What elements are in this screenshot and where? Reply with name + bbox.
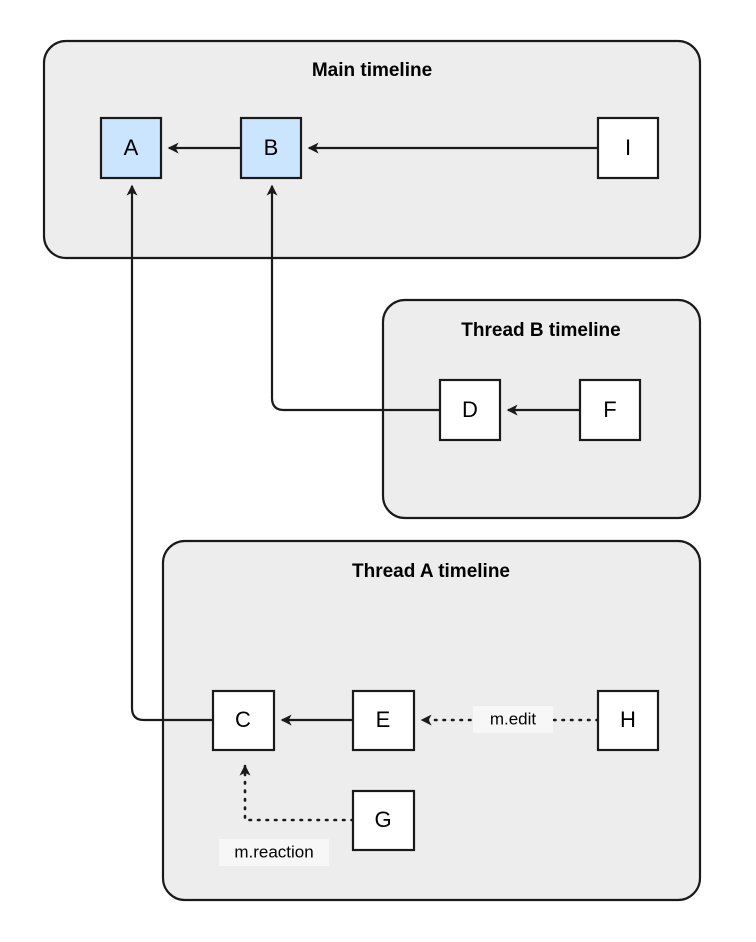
node-I-box[interactable] (596, 116, 660, 180)
node-F[interactable]: F (578, 378, 642, 442)
group-main-timeline-title: Main timeline (312, 60, 432, 81)
node-A-box[interactable] (99, 116, 163, 180)
node-C[interactable]: C (211, 689, 276, 752)
group-main-timeline-box (42, 39, 702, 260)
node-D[interactable]: D (438, 378, 502, 442)
node-B-box[interactable] (239, 116, 303, 180)
node-E[interactable]: E (351, 689, 416, 752)
edge-label-m-reaction: m.reaction (219, 839, 329, 866)
node-B[interactable]: B (239, 116, 303, 180)
node-C-box[interactable] (211, 689, 276, 752)
node-I-label: I (625, 135, 631, 160)
group-thread-b-timeline-title: Thread B timeline (461, 320, 620, 341)
node-D-box[interactable] (438, 378, 502, 442)
node-G-box[interactable] (351, 789, 416, 852)
group-thread-a-timeline-title: Thread A timeline (352, 561, 510, 582)
edge-C-to-A (126, 184, 213, 722)
node-G[interactable]: G (351, 789, 416, 852)
node-F-box[interactable] (578, 378, 642, 442)
node-H[interactable]: H (596, 689, 660, 752)
node-C-label: C (235, 707, 251, 732)
node-E-label: E (376, 707, 391, 732)
edge-label-m-edit-bg (473, 706, 553, 733)
edge-D-to-B (266, 184, 440, 412)
node-H-label: H (620, 707, 636, 732)
node-G-label: G (374, 807, 391, 832)
node-H-box[interactable] (596, 689, 660, 752)
edge-label-m-edit: m.edit (473, 706, 553, 733)
edge-label-m-reaction-text: m.reaction (234, 842, 313, 861)
edge-label-m-reaction-bg (219, 839, 329, 866)
node-A-label: A (124, 135, 139, 160)
node-I[interactable]: I (596, 116, 660, 180)
edge-G-to-C (239, 764, 355, 822)
node-A[interactable]: A (99, 116, 163, 180)
node-F-label: F (603, 397, 616, 422)
node-E-box[interactable] (351, 689, 416, 752)
node-B-label: B (264, 135, 279, 160)
group-main-timeline: Main timeline (42, 39, 702, 260)
node-D-label: D (462, 397, 478, 422)
edge-label-m-edit-text: m.edit (490, 709, 537, 728)
